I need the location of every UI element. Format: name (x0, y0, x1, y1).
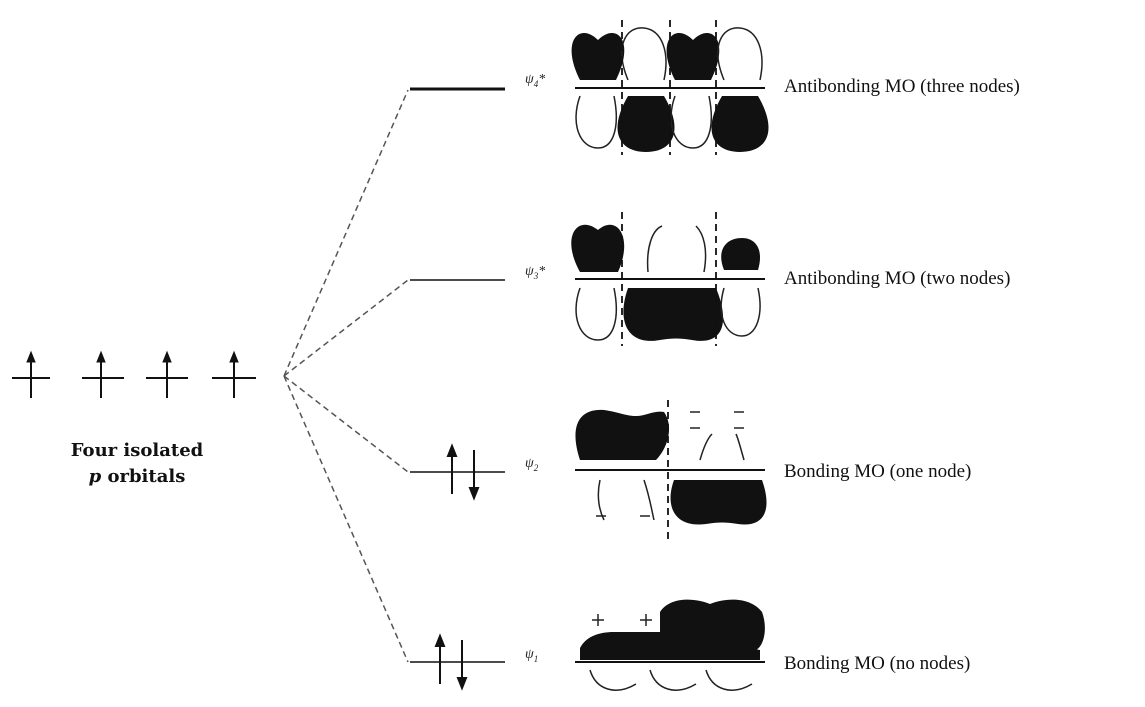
energy-levels (410, 87, 505, 663)
isolated-label-line2: p orbitals (37, 464, 237, 490)
orbital-picture-psi4 (571, 20, 769, 155)
electron-pair-psi1 (434, 633, 468, 691)
isolated-p-orbital-2 (82, 350, 124, 398)
orbital-picture-psi3 (571, 212, 765, 346)
electron-pair-psi2 (446, 443, 480, 501)
mo-label-psi1: Bonding MO (no nodes) (784, 653, 971, 674)
orbital-picture-psi1 (575, 599, 765, 691)
level-symbol-psi4: ψ4* (525, 72, 546, 89)
correlation-line-psi1 (283, 375, 409, 663)
mo-label-psi2: Bonding MO (one node) (784, 461, 972, 482)
level-symbol-psi1: ψ1 (525, 647, 539, 664)
mo-label-psi4: Antibonding MO (three nodes) (784, 76, 1020, 97)
correlation-lines (283, 89, 409, 663)
electron-pairs (434, 443, 480, 691)
isolated-p-orbital-1 (12, 350, 50, 398)
isolated-p-orbitals (12, 350, 256, 398)
isolated-label-line1: Four isolated (70, 440, 204, 461)
correlation-line-psi2 (283, 375, 409, 473)
isolated-label-p: p (88, 466, 102, 487)
isolated-orbitals-label: Four isolated p orbitals (37, 438, 237, 490)
isolated-label-orbitals: orbitals (101, 466, 186, 487)
isolated-p-orbital-3 (146, 350, 188, 398)
level-symbol-psi2: ψ2 (525, 456, 539, 473)
isolated-p-orbital-4 (212, 350, 256, 398)
orbital-picture-psi2 (575, 400, 767, 540)
correlation-line-psi4 (283, 89, 409, 377)
correlation-line-psi3 (283, 279, 409, 377)
mo-label-psi3: Antibonding MO (two nodes) (784, 268, 1011, 289)
level-symbol-psi3: ψ3* (525, 264, 546, 281)
